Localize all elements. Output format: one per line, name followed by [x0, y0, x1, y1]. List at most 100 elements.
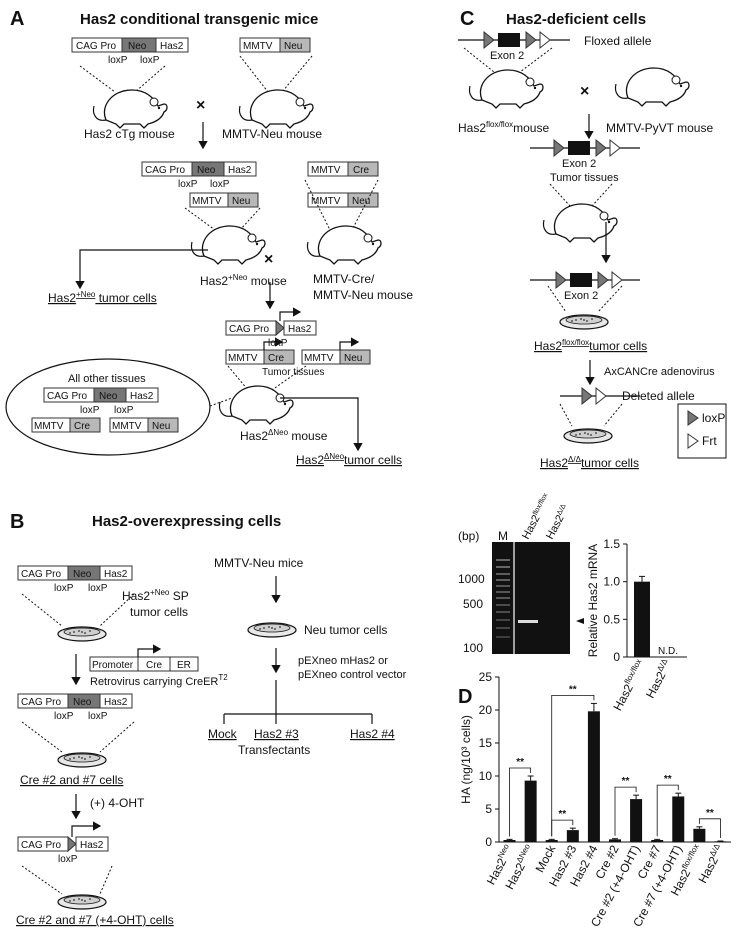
bar: [672, 796, 685, 842]
svg-text:loxP: loxP: [88, 583, 108, 594]
cross-icon: ×: [196, 97, 205, 114]
svg-text:Cre: Cre: [353, 165, 370, 176]
svg-text:Has2: Has2: [104, 697, 128, 708]
has2-3-label: Has2 #3: [254, 727, 299, 741]
significance-stars: **: [622, 776, 630, 787]
panel-b-letter: B: [10, 511, 24, 533]
gel-band-flox: [518, 620, 538, 623]
gel-marker-500: 500: [463, 597, 483, 611]
svg-text:Floxed allele: Floxed allele: [584, 34, 652, 48]
y-axis-label: Relative Has2 mRNA: [586, 544, 600, 657]
mouse-label-has2-delta-neo: Has2ΔNeo mouse: [240, 428, 328, 443]
mouse-label-cre-neu-1: MMTV-Cre/: [313, 272, 375, 286]
has2-neo-sp-label: Has2+Neo SP: [122, 588, 189, 603]
y-tick-label: 0: [485, 835, 492, 849]
svg-text:MMTV: MMTV: [311, 165, 341, 176]
svg-text:CAG Pro: CAG Pro: [21, 840, 61, 851]
svg-text:Exon 2: Exon 2: [562, 158, 596, 170]
svg-text:Promoter: Promoter: [92, 660, 134, 671]
significance-stars: **: [664, 774, 672, 785]
svg-text:Tumor tissues: Tumor tissues: [550, 172, 619, 184]
ha-chart: HA (ng/10³ cells)0510152025Has2NeoHas2ΔN…: [459, 670, 731, 929]
svg-text:Neo: Neo: [73, 697, 92, 708]
flox-tumor-cells-label: Has2flox/floxtumor cells: [534, 338, 647, 353]
tumor-cells-label: tumor cells: [130, 605, 188, 619]
svg-text:CAG Pro: CAG Pro: [47, 391, 87, 402]
svg-text:MMTV: MMTV: [192, 196, 222, 207]
svg-text:Has2: Has2: [228, 165, 252, 176]
svg-text:loxP: loxP: [210, 179, 230, 190]
svg-text:CAG Pro: CAG Pro: [145, 165, 185, 176]
bar: [545, 840, 558, 842]
nd-annotation: N.D.: [658, 646, 678, 657]
svg-text:Frt: Frt: [702, 434, 717, 448]
mouse-label-has2-ctg: Has2 cTg mouse: [84, 127, 175, 141]
bar: [587, 711, 600, 842]
panel-b-title: Has2-overexpressing cells: [92, 513, 281, 530]
panel-c-letter: C: [460, 8, 474, 30]
svg-text:CAG Pro: CAG Pro: [21, 569, 61, 580]
mouse-label-cre-neu-2: MMTV-Neu mouse: [313, 288, 413, 302]
bar: [503, 840, 516, 842]
svg-text:CAG Pro: CAG Pro: [21, 697, 61, 708]
bar: [634, 581, 650, 657]
svg-text:CAG Pro: CAG Pro: [76, 41, 116, 52]
construct-mmtv-cre: MMTV Cre MMTV Neu: [307, 161, 379, 208]
vector-label-2: pEXneo control vector: [298, 669, 407, 681]
svg-text:Has2: Has2: [80, 840, 104, 851]
vector-label-1: pEXneo mHas2 or: [298, 655, 388, 667]
mouse-label-flox: Has2flox/floxmouse: [458, 120, 549, 135]
svg-text:Neo: Neo: [73, 569, 92, 580]
category-label: Has2flox/flox: [610, 657, 649, 713]
neu-tumor-cells-label: Neu tumor cells: [304, 623, 387, 637]
svg-text:Neu: Neu: [284, 41, 302, 52]
svg-text:loxP: loxP: [80, 405, 100, 416]
category-label: Has2Δ/Δ: [642, 657, 675, 701]
y-tick-label: 15: [479, 736, 493, 750]
svg-text:Cre: Cre: [268, 353, 285, 364]
svg-text:Cre: Cre: [146, 660, 163, 671]
panel-a-letter: A: [10, 8, 24, 30]
significance-bracket: [698, 818, 721, 839]
svg-text:loxP: loxP: [54, 711, 74, 722]
mouse-label-has2-neo: Has2+Neo mouse: [200, 273, 287, 288]
significance-stars: **: [569, 684, 577, 695]
bar: [693, 828, 706, 842]
bar: [651, 840, 664, 842]
svg-text:Neo: Neo: [197, 165, 216, 176]
svg-text:loxP: loxP: [702, 411, 725, 425]
mouse-label-pyvt: MMTV-PyVT mouse: [606, 121, 713, 135]
mmtv-neu-mice-label: MMTV-Neu mice: [214, 556, 304, 570]
svg-text:Has2: Has2: [160, 41, 184, 52]
svg-text:MMTV: MMTV: [34, 421, 64, 432]
y-tick-label: 0: [613, 650, 620, 664]
transfectants-label: Transfectants: [238, 743, 310, 757]
svg-text:MMTV: MMTV: [311, 196, 341, 207]
bar: [524, 780, 537, 842]
svg-text:MMTV: MMTV: [243, 41, 273, 52]
panel-a: A Has2 conditional transgenic mice CAG P…: [5, 8, 413, 467]
y-tick-label: 10: [479, 769, 493, 783]
mock-label: Mock: [208, 727, 238, 741]
bar: [609, 839, 621, 842]
svg-text:Cre: Cre: [74, 421, 91, 432]
cre-ohd-cells-label: Cre #2 and #7 (+4-OHT) cells: [16, 913, 174, 927]
significance-bracket: [509, 767, 532, 837]
has2-delta-neo-tumor-cells: Has2ΔNeotumor cells: [296, 452, 402, 467]
svg-text:Has2: Has2: [130, 391, 154, 402]
delta-tumor-cells-label: Has2Δ/Δtumor cells: [540, 455, 639, 470]
y-tick-label: 0.5: [603, 612, 620, 626]
svg-text:loxP: loxP: [140, 55, 160, 66]
gel-unit-label: (bp): [458, 529, 479, 543]
svg-text:loxP: loxP: [54, 583, 74, 594]
construct-mmtv-neu: MMTV Neu: [239, 37, 311, 53]
svg-text:Neu: Neu: [344, 353, 362, 364]
panel-b: B Has2-overexpressing cells CAG Pro Neo …: [10, 511, 407, 927]
svg-text:Exon 2: Exon 2: [490, 50, 524, 62]
svg-text:loxP: loxP: [178, 179, 198, 190]
significance-stars: **: [706, 808, 714, 819]
svg-text:Has2: Has2: [288, 324, 312, 335]
svg-text:Deleted allele: Deleted allele: [622, 389, 695, 403]
